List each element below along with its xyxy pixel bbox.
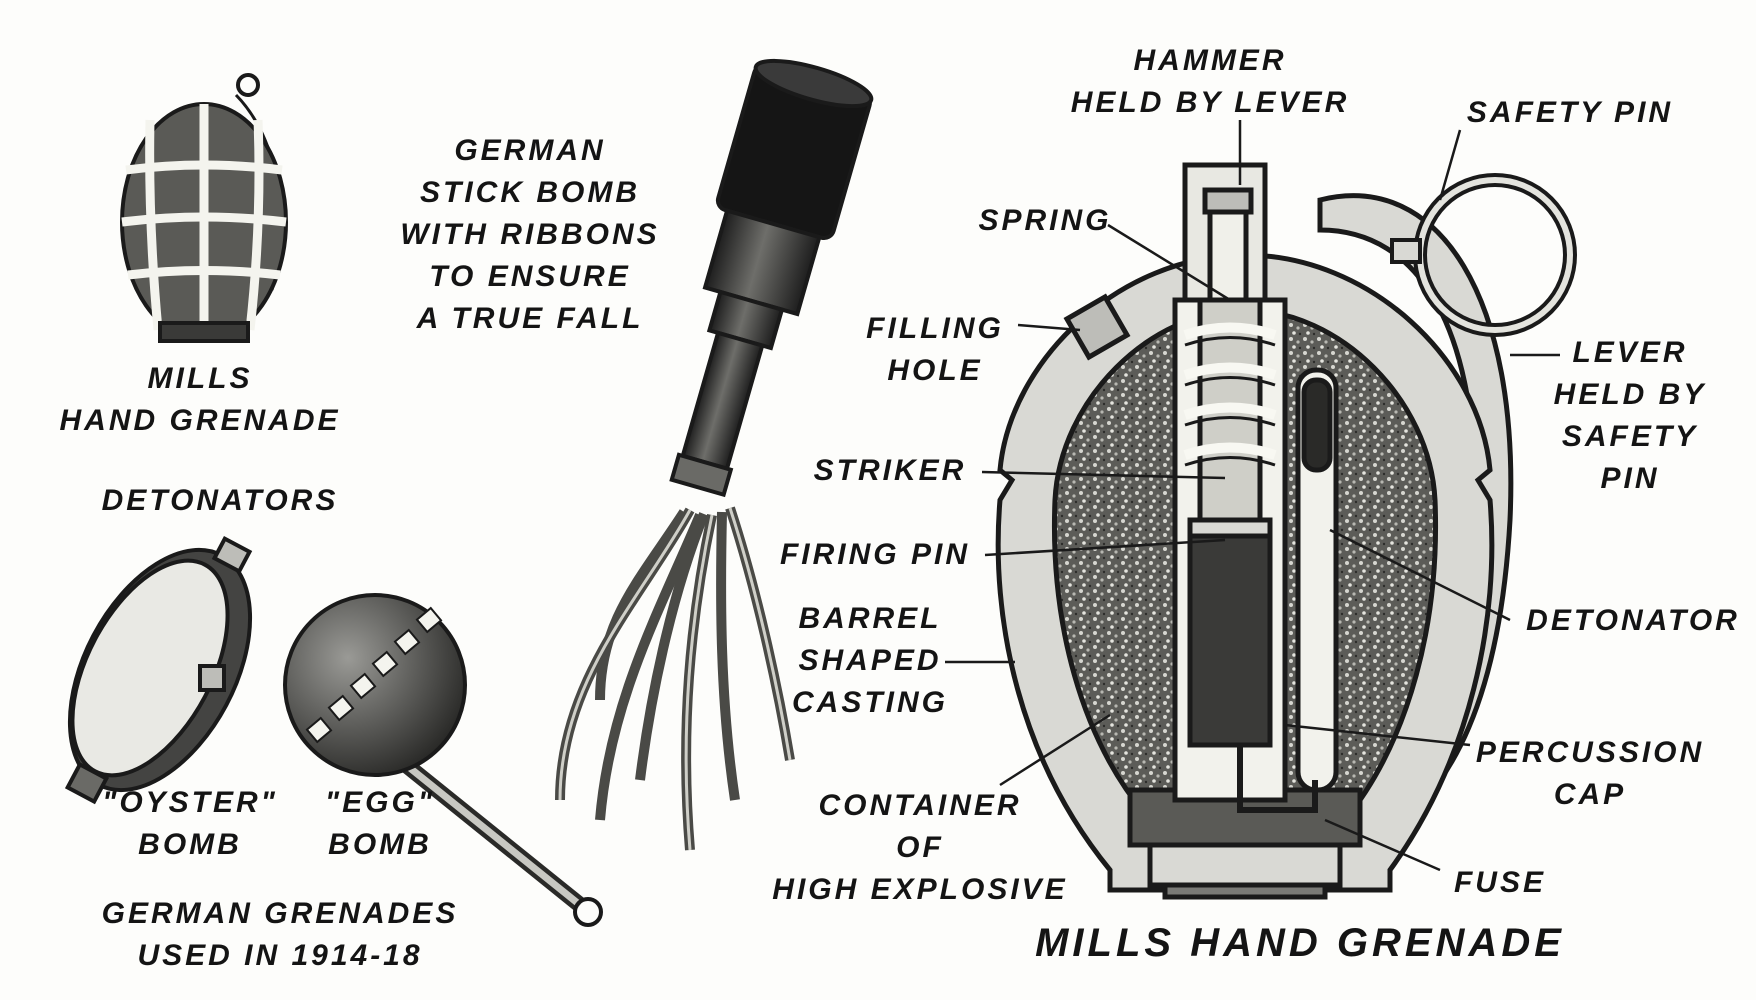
- stick-bomb-label: GERMAN STICK BOMB WITH RIBBONS TO ENSURE…: [380, 130, 680, 340]
- egg-label: "EGG" BOMB: [300, 782, 460, 866]
- detonators-label: DETONATORS: [101, 484, 339, 517]
- stick-bomb-line-1: GERMAN: [454, 134, 606, 167]
- firing-pin-label: FIRING PIN: [779, 538, 970, 571]
- container-label: CONTAINER OF HIGH EXPLOSIVE: [760, 785, 1080, 911]
- filling-hole-line-1: FILLING: [866, 312, 1004, 345]
- container-line-1: CONTAINER: [818, 789, 1022, 822]
- oyster-label: "OYSTER" BOMB: [80, 782, 300, 866]
- german-grenades-line-1: GERMAN GRENADES: [101, 897, 459, 930]
- mills-small-line-2: HAND GRENADE: [59, 404, 341, 437]
- mills-main-title: MILLS HAND GRENADE: [1035, 921, 1565, 965]
- stick-bomb-line-2: STICK BOMB: [420, 176, 640, 209]
- stick-bomb-icon: [555, 58, 874, 851]
- percussion-cap-line-1: PERCUSSION: [1475, 736, 1705, 769]
- filling-hole-label: FILLING HOLE: [845, 308, 1025, 392]
- lever-label: LEVER HELD BY SAFETY PIN: [1520, 332, 1740, 500]
- barrel-label: BARREL SHAPED CASTING: [770, 598, 970, 724]
- fuse-label: FUSE: [1453, 866, 1546, 899]
- hammer-line-2: HELD BY LEVER: [1070, 86, 1350, 119]
- detonator-label: DETONATOR: [1526, 604, 1740, 637]
- oyster-bomb-icon: [64, 536, 253, 805]
- percussion-cap-label: PERCUSSION CAP: [1460, 732, 1720, 816]
- container-line-2: OF: [896, 831, 944, 864]
- mills-grenade-icon: [120, 73, 288, 343]
- hammer-label: HAMMER HELD BY LEVER: [1060, 40, 1360, 124]
- striker-label: STRIKER: [813, 454, 967, 487]
- egg-bomb-icon: [283, 593, 603, 927]
- stick-bomb-line-5: A TRUE FALL: [416, 302, 644, 335]
- safety-pin-ring-icon: [1390, 173, 1577, 337]
- stick-bomb-line-3: WITH RIBBONS: [400, 218, 660, 251]
- egg-line-2: BOMB: [328, 828, 432, 861]
- container-line-3: HIGH EXPLOSIVE: [772, 873, 1068, 906]
- oyster-line-2: BOMB: [138, 828, 242, 861]
- hammer-line-1: HAMMER: [1133, 44, 1287, 77]
- stick-bomb-line-4: TO ENSURE: [429, 260, 631, 293]
- barrel-line-3: CASTING: [792, 686, 948, 719]
- spring-label: SPRING: [978, 204, 1112, 237]
- german-grenades-label: GERMAN GRENADES USED IN 1914-18: [60, 893, 500, 977]
- lever-line-4: PIN: [1600, 462, 1660, 495]
- mills-cutaway-icon: [995, 162, 1514, 900]
- percussion-cap-line-2: CAP: [1553, 778, 1627, 811]
- egg-line-1: "EGG": [324, 786, 436, 819]
- german-grenades-line-2: USED IN 1914-18: [137, 939, 423, 972]
- mills-small-line-1: MILLS: [147, 362, 253, 395]
- filling-hole-line-2: HOLE: [887, 354, 983, 387]
- lever-line-2: HELD BY: [1553, 378, 1707, 411]
- barrel-line-2: SHAPED: [798, 644, 942, 677]
- lever-line-1: LEVER: [1572, 336, 1688, 369]
- leader-lines: [945, 120, 1560, 872]
- barrel-line-1: BARREL: [798, 602, 942, 635]
- safety-pin-label: SAFETY PIN: [1466, 96, 1674, 129]
- oyster-line-1: "OYSTER": [102, 786, 278, 819]
- lever-line-3: SAFETY: [1561, 420, 1699, 453]
- mills-small-label: MILLS HAND GRENADE: [30, 358, 370, 442]
